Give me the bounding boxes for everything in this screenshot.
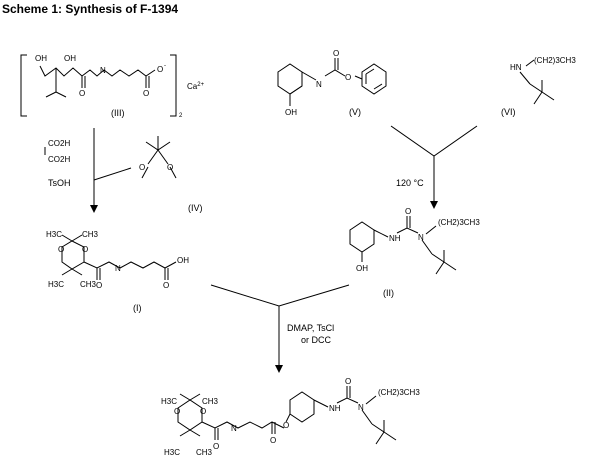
step1-reagents: CO2H CO2H TsOH: [44, 139, 71, 188]
compound-label-ii: (II): [383, 288, 394, 298]
atom-h3c: H3C: [164, 448, 180, 457]
atom-o: O: [405, 207, 411, 216]
atom-o: O: [345, 377, 351, 386]
charge-minus: -: [164, 63, 166, 69]
atom-o: O: [58, 245, 64, 254]
atom-o: O: [345, 73, 351, 82]
atom-oh: OH: [35, 54, 47, 63]
atom-o-minus: O: [157, 65, 163, 74]
atom-oh: OH: [64, 54, 76, 63]
compound-label-i: (I): [133, 303, 142, 313]
atom-o: O: [143, 89, 149, 98]
atom-h3c: H3C: [161, 397, 177, 406]
reagent-dmap-tscl: DMAP, TsCl: [287, 323, 334, 333]
reaction-arrow-step3: DMAP, TsCl or DCC: [210, 284, 350, 373]
atom-hn: HN: [510, 63, 522, 72]
counterion-calcium: Ca2+: [187, 82, 205, 91]
atom-n: N: [100, 66, 106, 75]
atom-nh: N: [115, 264, 121, 273]
atom-h3c: H3C: [46, 230, 62, 239]
reagent-oxalic-acid-1: CO2H: [48, 139, 70, 148]
atom-h3c: H3C: [48, 280, 64, 289]
atom-chain: (CH2)3CH3: [534, 56, 576, 65]
compound-iii: 2 OH OH N O O O - Ca2+ (III): [20, 54, 205, 119]
reagent-tsoh: TsOH: [48, 178, 71, 188]
compound-label-v: (V): [349, 107, 361, 117]
atom-chain: (CH2)3CH3: [438, 218, 480, 227]
atom-nh: NH: [389, 234, 401, 243]
atom-o: O: [200, 407, 206, 416]
atom-ch3: CH3: [196, 448, 213, 457]
atom-o-ester: O: [283, 421, 289, 430]
reagent-temperature: 120 °C: [396, 178, 424, 188]
atom-nh: N: [231, 424, 237, 433]
atom-o: O: [163, 281, 169, 290]
compound-label-iv: (IV): [188, 203, 203, 213]
atom-o: O: [167, 163, 173, 172]
atom-oh: OH: [285, 108, 297, 117]
atom-nh: NH: [329, 404, 341, 413]
atom-o: O: [79, 89, 85, 98]
compound-vi: HN (CH2)3CH3 (VI): [501, 56, 576, 117]
atom-o: O: [82, 245, 88, 254]
compound-label-vi: (VI): [501, 107, 516, 117]
compound-ii: NH O N (CH2)3CH3 OH (II): [349, 207, 480, 298]
atom-o: O: [139, 163, 145, 172]
compound-product: H3C CH3 O O H3C CH3 N O O O NH O N (CH2)…: [161, 377, 420, 457]
compound-i: H3C CH3 O O H3C CH3 N O O OH (I): [46, 230, 189, 313]
bracket-subscript: 2: [179, 113, 183, 119]
compound-v: N O O OH (V): [277, 49, 387, 117]
atom-oh: OH: [356, 264, 368, 273]
compound-label-iii: (III): [111, 108, 125, 118]
atom-o: O: [213, 442, 219, 451]
scheme-title: Scheme 1: Synthesis of F-1394: [2, 2, 178, 16]
atom-hn: N: [316, 80, 322, 89]
atom-chain: (CH2)3CH3: [378, 388, 420, 397]
compound-iv: O O (IV): [139, 136, 203, 213]
atom-n: N: [418, 233, 424, 242]
reaction-arrow-step1: [90, 128, 132, 213]
atom-ch3: CH3: [80, 280, 97, 289]
atom-o: O: [270, 436, 276, 445]
atom-o: O: [174, 407, 180, 416]
atom-n: N: [358, 403, 364, 412]
reagent-oxalic-acid-2: CO2H: [48, 155, 70, 164]
atom-o: O: [333, 49, 339, 58]
reaction-arrow-step2: 120 °C: [390, 125, 478, 209]
atom-oh: OH: [177, 256, 189, 265]
atom-o: O: [96, 281, 102, 290]
atom-ch3: CH3: [82, 230, 99, 239]
atom-ch3: CH3: [202, 397, 219, 406]
reagent-dcc: or DCC: [301, 335, 332, 345]
